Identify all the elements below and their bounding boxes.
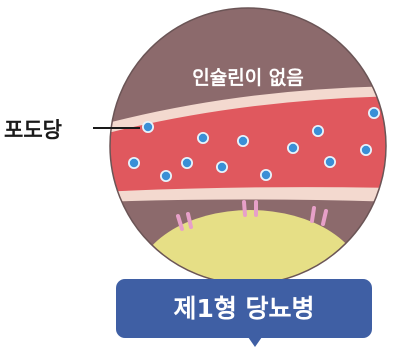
title-banner: 제1형 당뇨병: [116, 279, 372, 347]
glucose-molecule: [360, 144, 372, 156]
glucose-molecule: [142, 121, 154, 133]
blood-vessel: [110, 96, 386, 192]
glucose-molecule: [324, 156, 336, 168]
glucose-molecule: [197, 132, 209, 144]
glucose-molecules: [128, 107, 380, 182]
glucose-molecule: [287, 142, 299, 154]
insulin-receptor: [176, 212, 193, 231]
glucose-molecule: [260, 169, 272, 181]
no-insulin-label: 인슐린이 없음: [192, 67, 304, 89]
insulin-receptor: [310, 206, 328, 226]
glucose-molecule: [160, 170, 172, 182]
glucose-molecule: [181, 157, 193, 169]
body-cell: [135, 210, 365, 284]
glucose-molecule: [368, 107, 380, 119]
banner-title: 제1형 당뇨병: [173, 294, 314, 323]
glucose-molecule: [128, 157, 140, 169]
glucose-molecule: [312, 125, 324, 137]
glucose-label: 포도당: [4, 118, 62, 142]
glucose-molecule: [237, 135, 249, 147]
glucose-molecule: [216, 161, 228, 173]
insulin-receptor: [242, 200, 258, 217]
magnified-view: [110, 8, 386, 284]
insulin-receptors: [176, 200, 328, 231]
